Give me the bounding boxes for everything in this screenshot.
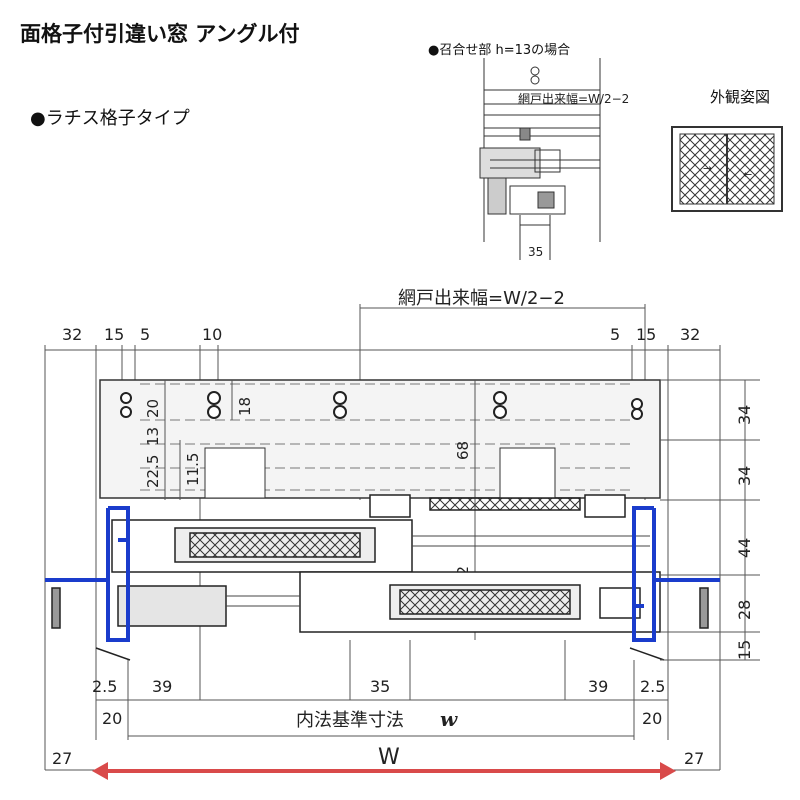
bottom-dim-2-5-left: 2.5 — [92, 677, 117, 696]
top-dim-32-right: 32 — [680, 325, 700, 344]
meeting-rail-label: ●召合せ部 h=13の場合 — [428, 43, 571, 58]
inner-dim-22-5: 22.5 — [144, 455, 162, 488]
anchor-screws — [51, 587, 709, 661]
page-title: 面格子付引違い窓 アングル付 — [20, 22, 300, 46]
inner-standard-label: 内法基準寸法 — [296, 710, 404, 731]
screen-width-label: 網戸出来幅=W/2−2 — [398, 288, 565, 309]
bottom-dim-35: 35 — [370, 677, 390, 696]
inner-standard-var: w — [440, 707, 458, 731]
right-dim-44: 44 — [735, 538, 754, 558]
bottom-dim-2-5-right: 2.5 — [640, 677, 665, 696]
inner-dim-20: 20 — [144, 399, 162, 418]
lattice-bolts — [120, 391, 643, 420]
w-label: W — [378, 745, 400, 770]
inner-dim-11-5: 11.5 — [184, 453, 202, 486]
right-dim-28: 28 — [735, 600, 754, 620]
appearance-label: 外観姿図 — [710, 88, 771, 106]
dim-27-left: 27 — [52, 749, 72, 768]
angle-frame — [45, 506, 720, 642]
inner-dim-18: 18 — [236, 397, 254, 416]
right-dim-34-top: 34 — [735, 405, 754, 425]
dim-20-left: 20 — [102, 709, 122, 728]
dim-27-right: 27 — [684, 749, 704, 768]
inner-dim-68: 68 — [454, 441, 472, 460]
top-dim-5-left: 5 — [140, 325, 150, 344]
inner-dim-13: 13 — [144, 427, 162, 446]
sash-section — [111, 494, 661, 633]
top-dim-10: 10 — [202, 325, 222, 344]
appearance-drawing: → ← — [671, 126, 783, 212]
top-dim-15-right: 15 — [636, 325, 656, 344]
top-dim-15-left: 15 — [104, 325, 124, 344]
top-dim-5-right: 5 — [610, 325, 620, 344]
bottom-dim-39-right: 39 — [588, 677, 608, 696]
appearance-arrow-left: → — [703, 162, 712, 175]
right-dim-15: 15 — [735, 640, 754, 660]
top-dim-32-left: 32 — [62, 325, 82, 344]
w-arrow — [92, 762, 676, 780]
inset-dim-35: 35 — [528, 245, 543, 259]
bottom-dim-39-left: 39 — [152, 677, 172, 696]
inset-detail — [479, 58, 601, 260]
right-dim-34-mid: 34 — [735, 466, 754, 486]
inset-screen-width-label: 網戸出来幅=W/2−2 — [518, 91, 629, 106]
lattice-type-label: ●ラチス格子タイプ — [30, 108, 190, 129]
appearance-arrow-right: ← — [743, 168, 752, 181]
dim-20-right: 20 — [642, 709, 662, 728]
